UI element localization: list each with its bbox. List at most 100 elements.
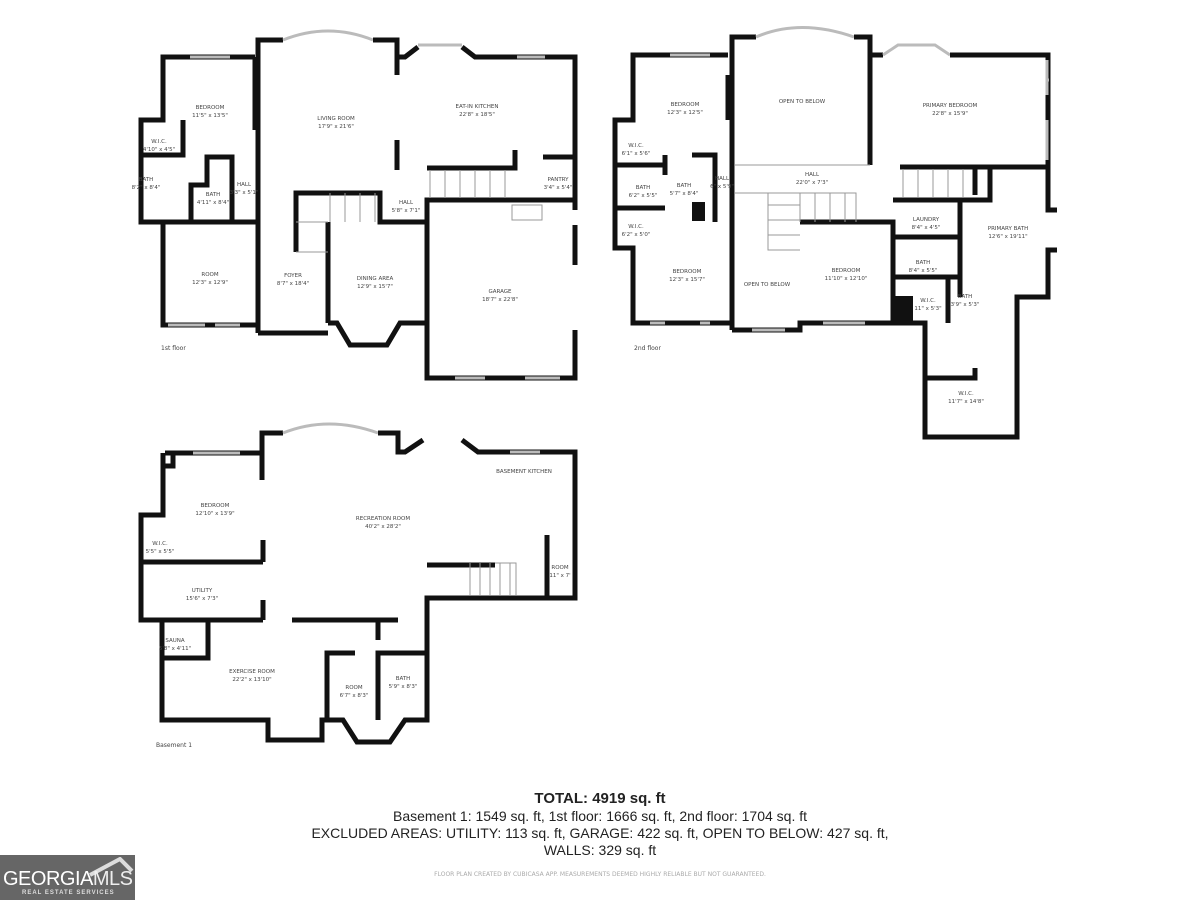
room-name: W.I.C. [151,139,167,145]
room-size: 5'8" x 4'11" [158,646,192,652]
room-label: BEDROOM 11'5" x 13'5" [192,104,228,120]
room-label: W.I.C.11'7" x 14'8" [948,390,984,406]
room-name: BATH [676,183,692,189]
room-label: SAUNA 5'8" x 4'11" [159,637,191,653]
room-size: 22'8" x 18'5" [459,112,495,118]
room-label: W.I.C. 6'2" x 5'0" [622,223,651,239]
room-label: BEDROOM 12'10" x 13'9" [195,502,234,518]
room-size: 22'0" x 7'3" [795,180,829,186]
room-name: DINING AREA [356,276,394,282]
floor-areas: Basement 1: 1549 sq. ft, 1st floor: 1666… [392,808,808,824]
room-name: SAUNA [165,638,185,644]
room-name: BATH [138,177,154,183]
room-name: BEDROOM [672,269,702,275]
room-size: 6" x 5'9" [710,184,734,190]
room-size: 6'2" x 5'0" [621,232,651,238]
room-size: 8'4" x 5'5" [908,268,938,274]
room-name: BEDROOM [195,105,225,111]
georgia-mls-logo: GEORGIAMLS REAL ESTATE SERVICES [0,855,135,900]
room-size: 8'2" x 8'4" [131,185,161,191]
room-label: BEDROOM 12'3" x 15'7" [669,268,705,284]
room-name: BASEMENT KITCHEN [496,469,552,475]
room-size: 4'10" x 4'5" [142,147,176,153]
room-size: 12'3" x 12'5" [667,110,703,116]
room-label: BATH 8'4" x 5'5" [909,259,938,275]
room-size: 12'3" x 12'9" [192,280,228,286]
floor-label-basement: Basement 1 [156,742,193,749]
room-size: 12'10" x 13'9" [195,511,235,517]
room-name: LAUNDRY [912,217,940,223]
room-label: EXERCISE ROOM 22'2" x 13'10" [229,668,275,684]
room-name: LIVING ROOM [317,116,355,122]
room-label: W.I.C. 4'10" x 4'5" [143,138,175,154]
room-label: BATH 3'9" x 5'3" [951,293,980,309]
excluded-areas: EXCLUDED AREAS: UTILITY: 113 sq. ft, GAR… [311,825,889,841]
room-label: W.I.C.11" x 5'3" [914,297,941,313]
roof-icon [89,857,134,877]
room-name: BATH [957,294,973,300]
room-label: OPEN TO BELOW [744,281,790,289]
room-size: 18'7" x 22'8" [482,297,518,303]
logo-tagline: REAL ESTATE SERVICES [22,890,115,896]
first-floor-walls [138,29,578,381]
room-size: 3'4" x 5'4" [543,185,573,191]
room-size: 11'10" x 12'10" [824,276,868,282]
room-name: BATH [915,260,931,266]
room-label: LIVING ROOM 17'9" x 21'6" [317,115,354,131]
room-name: HALL [714,176,730,182]
room-label: GARAGE 18'7" x 22'8" [482,288,518,304]
disclaimer: FLOOR PLAN CREATED BY CUBICASA APP. MEAS… [434,871,766,878]
room-name: BEDROOM [200,503,230,509]
room-size: 11'7" x 14'8" [948,399,984,405]
room-name: PRIMARY BATH [987,226,1029,232]
room-size: 8'7" x 18'4" [276,281,310,287]
room-label: PANTRY 3'4" x 5'4" [544,176,573,192]
room-name: BATH [635,185,651,191]
room-label: W.I.C.5'5" x 5'5" [146,540,175,556]
room-name: BEDROOM [670,102,700,108]
room-size: 5'5" x 5'5" [145,549,175,555]
room-name: EXERCISE ROOM [229,669,275,675]
room-name: OPEN TO BELOW [743,282,791,288]
floor-label-1st: 1st floor [161,345,186,352]
room-size: 5'9" x 8'3" [388,684,418,690]
logo-name-b: MLS [92,868,133,890]
room-name: GARAGE [488,289,512,295]
room-size: 6'1" x 5'6" [621,151,651,157]
walls-area: WALLS: 329 sq. ft [543,842,657,858]
room-label: BASEMENT KITCHEN [496,468,552,476]
basement-walls [138,422,578,745]
room-name: PANTRY [547,177,569,183]
total-area: TOTAL: 4919 sq. ft [534,790,666,807]
room-name: BEDROOM [831,268,861,274]
room-name: W.I.C. [628,224,644,230]
room-size: 3'9" x 5'3" [950,302,980,308]
logo-name-a: GEORGIA [3,868,93,890]
room-name: ROOM [345,685,363,691]
room-label: HALL 6" x 5'9" [710,175,734,191]
room-size: 17'9" x 21'6" [318,124,354,130]
room-name: HALL [236,182,252,188]
room-name: HALL [398,200,414,206]
second-floor-walls [612,26,1057,440]
room-size: 11" x 5'3" [914,306,942,312]
room-size: 22'2" x 13'10" [232,677,272,683]
room-size: 12'3" x 15'7" [669,277,705,283]
room-size: 22'8" x 15'9" [932,111,968,117]
room-label: BATH 8'2" x 8'4" [132,176,161,192]
room-name: UTILITY [191,588,213,594]
room-size: 11'5" x 13'5" [192,113,228,119]
floor-label-2nd: 2nd floor [634,345,661,352]
room-name: PRIMARY BEDROOM [922,103,978,109]
room-name: ROOM [551,565,569,571]
